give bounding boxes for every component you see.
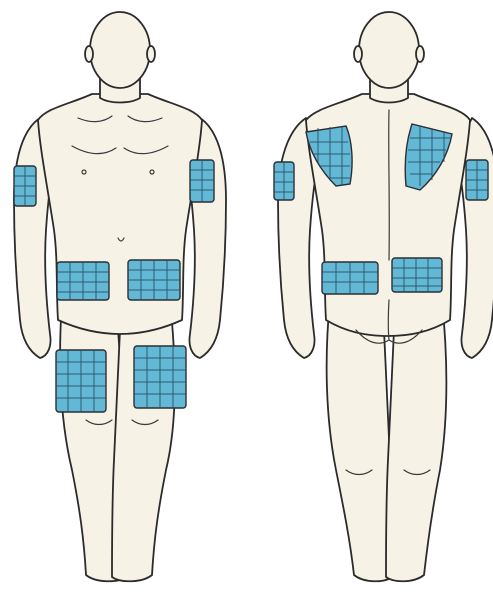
zone-back-left-lower-back	[392, 258, 442, 292]
back-ear-left	[416, 46, 424, 62]
front-ear-right	[85, 46, 93, 62]
back-spine	[389, 110, 390, 260]
back-head	[359, 12, 419, 88]
back-view-figure	[278, 12, 493, 581]
front-head	[90, 12, 150, 88]
front-ear-left	[147, 46, 155, 62]
front-left-leg	[112, 300, 175, 581]
back-ear-right	[354, 46, 362, 62]
front-view-figure	[14, 12, 226, 581]
back-right-leg	[327, 300, 392, 581]
